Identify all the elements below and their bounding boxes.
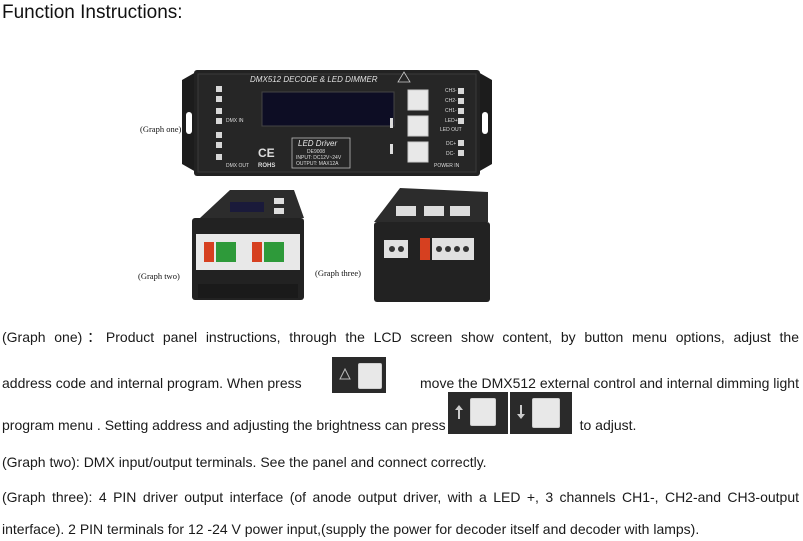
graph-three-figure: [370, 186, 492, 304]
device-header: DMX512 DECODE & LED DIMMER: [250, 75, 378, 84]
output-terminal-image: [374, 188, 490, 302]
input-spec: INPUT: DC12V~24V: [296, 155, 342, 161]
p1-text-d: program menu . Setting address and adjus…: [2, 417, 446, 433]
graph-two-caption: (Graph two): [138, 271, 180, 281]
ce-mark: CE: [258, 146, 275, 160]
graph-one-figure: DMX512 DECODE & LED DIMMER DMX IN DMX OU…: [182, 66, 492, 178]
output-spec: OUTPUT: MAX12A: [296, 161, 339, 167]
ch2-label: CH2-: [445, 98, 457, 104]
ch3-label: CH3-: [445, 88, 457, 94]
down-button-image: [509, 392, 572, 434]
dmx-in-label: DMX IN: [226, 118, 244, 124]
dc-minus-label: DC-: [446, 151, 455, 157]
p3-text-a: (Graph three): 4 PIN driver output inter…: [2, 489, 799, 505]
led-driver-title: LED Driver: [298, 139, 338, 148]
down-arrow-icon: [516, 405, 525, 419]
model-label: DE9008: [307, 149, 326, 155]
up-button-image: [447, 392, 508, 434]
graph-one-caption: (Graph one): [140, 124, 182, 134]
dmx-terminal-image: [192, 190, 304, 300]
p1-text-c: move the DMX512 external control and int…: [420, 375, 799, 391]
p1-text-b: address code and internal program. When …: [2, 375, 302, 391]
device-front-panel-image: [182, 70, 492, 176]
dc-plus-label: DC+: [446, 141, 457, 147]
warning-icon: [339, 367, 351, 380]
graph-two-figure: [190, 188, 306, 306]
paragraph-graph-one-line-3: program menu . Setting address and adjus…: [2, 392, 799, 434]
power-in-label: POWER IN: [434, 163, 460, 169]
led-plus-label: LED+: [445, 118, 458, 124]
p1-text-e: to adjust.: [579, 417, 637, 433]
paragraph-graph-one-line-2: address code and internal program. When …: [2, 354, 799, 396]
graph-three-caption: (Graph three): [315, 268, 362, 278]
paragraph-graph-three-line-2: interface). 2 PIN terminals for 12 -24 V…: [2, 521, 700, 537]
rohs-mark: ROHS: [258, 163, 276, 169]
paragraph-graph-one-line-1: (Graph one)：Product panel instructions, …: [2, 328, 799, 346]
up-arrow-icon: [454, 405, 463, 419]
dmx-out-label: DMX OUT: [226, 163, 250, 169]
page-title: Function Instructions:: [2, 2, 183, 23]
ch1-label: CH1-: [445, 108, 457, 114]
paragraph-graph-two: (Graph two): DMX input/output terminals.…: [2, 454, 487, 470]
led-out-label: LED OUT: [440, 127, 462, 133]
menu-button-image: [331, 357, 386, 393]
p1-text-a: (Graph one)：Product panel instructions, …: [2, 329, 799, 345]
paragraph-graph-three-line-1: (Graph three): 4 PIN driver output inter…: [2, 488, 799, 506]
